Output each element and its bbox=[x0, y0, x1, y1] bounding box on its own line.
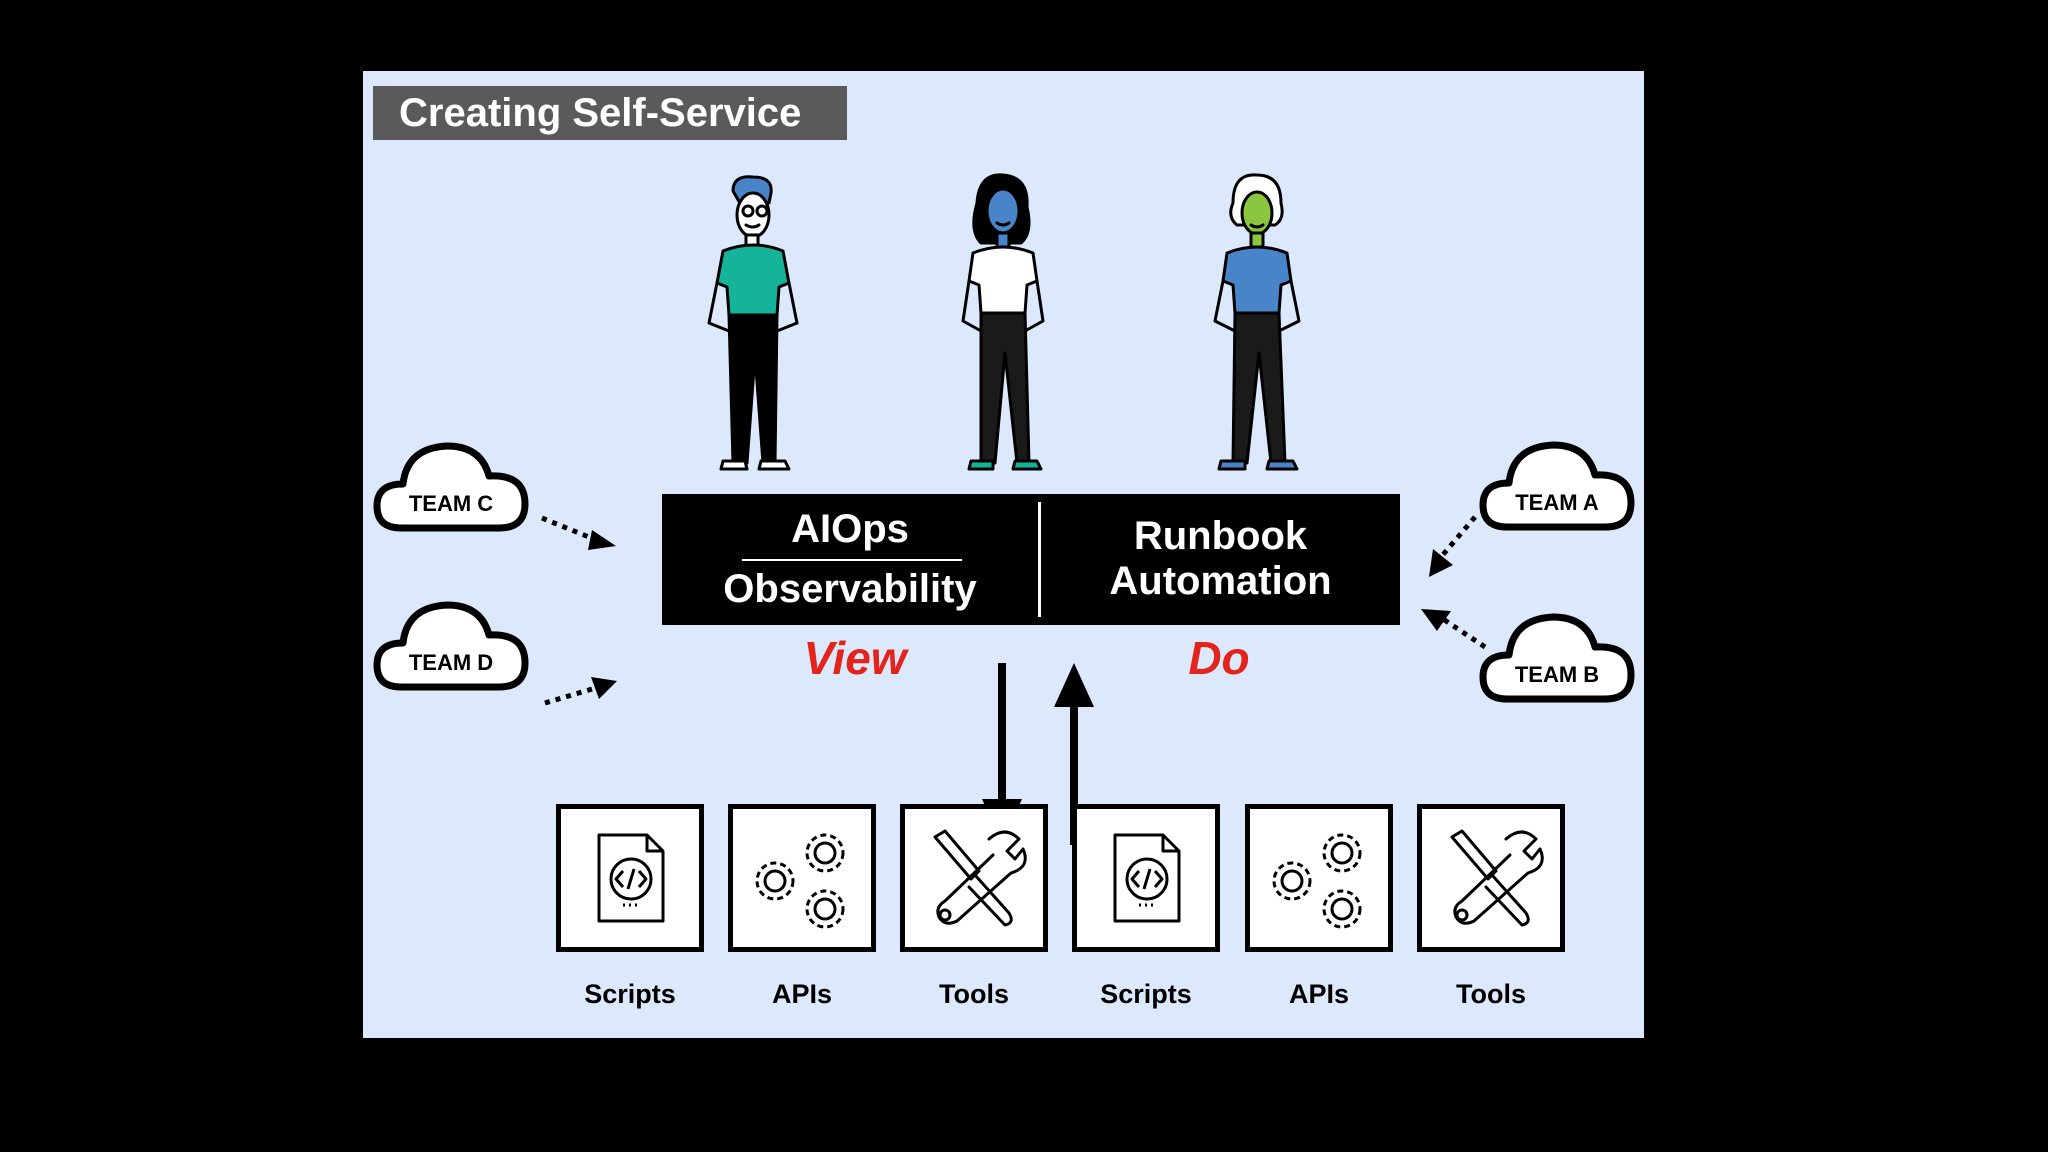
person-teal-shirt-illustration bbox=[707, 175, 799, 471]
scripts-tile bbox=[1072, 804, 1220, 952]
slide-title: Creating Self-Service bbox=[373, 86, 847, 140]
team-c-cloud: TEAM C bbox=[373, 436, 529, 536]
team-a-cloud: TEAM A bbox=[1479, 435, 1635, 535]
gears-icon bbox=[1272, 833, 1362, 929]
scripts-tile bbox=[556, 804, 704, 952]
cloud-icon bbox=[373, 601, 529, 691]
team-a-arrow-icon bbox=[1429, 515, 1477, 577]
tile-label-scripts: Scripts bbox=[584, 979, 676, 1009]
cloud-icon bbox=[1479, 613, 1635, 703]
wrench-screwdriver-icon bbox=[933, 829, 1027, 927]
view-label: View bbox=[803, 632, 907, 684]
wrench-screwdriver-icon bbox=[1450, 829, 1544, 927]
person-blue-shirt-illustration bbox=[1213, 173, 1301, 471]
script-file-icon bbox=[1113, 833, 1181, 923]
slide: Creating Self-Service bbox=[363, 71, 1644, 1038]
tile-label-tools: Tools bbox=[939, 979, 1009, 1009]
team-b-arrow-icon bbox=[1421, 609, 1487, 650]
do-label: Do bbox=[1188, 632, 1250, 684]
team-c-label: TEAM C bbox=[408, 491, 494, 516]
platform-box: AIOps Observability Runbook Automation bbox=[662, 494, 1400, 625]
apis-tile bbox=[1245, 804, 1393, 952]
team-b-cloud: TEAM B bbox=[1479, 607, 1635, 707]
team-a-label: TEAM A bbox=[1515, 490, 1599, 515]
script-file-icon bbox=[597, 833, 665, 923]
box-divider bbox=[1038, 502, 1041, 617]
gears-icon bbox=[755, 833, 845, 929]
team-b-label: TEAM B bbox=[1514, 662, 1600, 687]
observability-label: Observability bbox=[723, 567, 977, 611]
automation-section: Runbook Automation bbox=[1041, 494, 1400, 625]
cloud-icon bbox=[373, 442, 529, 532]
tile-label-apis: APIs bbox=[771, 979, 833, 1009]
tile-label-tools: Tools bbox=[1456, 979, 1526, 1009]
tools-tile bbox=[1417, 804, 1565, 952]
team-d-arrow-icon bbox=[544, 677, 617, 706]
tile-label-apis: APIs bbox=[1288, 979, 1350, 1009]
apis-tile bbox=[728, 804, 876, 952]
automation-label: Automation bbox=[1109, 559, 1332, 603]
runbook-label: Runbook bbox=[1133, 514, 1308, 558]
cloud-icon bbox=[1479, 441, 1635, 531]
tile-label-scripts: Scripts bbox=[1100, 979, 1192, 1009]
aiops-underline bbox=[742, 559, 962, 561]
team-d-cloud: TEAM D bbox=[373, 595, 529, 695]
observability-section: AIOps Observability bbox=[662, 494, 1038, 625]
team-d-label: TEAM D bbox=[408, 650, 494, 675]
team-c-arrow-icon bbox=[541, 515, 616, 550]
tools-tile bbox=[900, 804, 1048, 952]
aiops-label: AIOps bbox=[791, 507, 909, 551]
person-white-shirt-illustration bbox=[961, 173, 1045, 471]
